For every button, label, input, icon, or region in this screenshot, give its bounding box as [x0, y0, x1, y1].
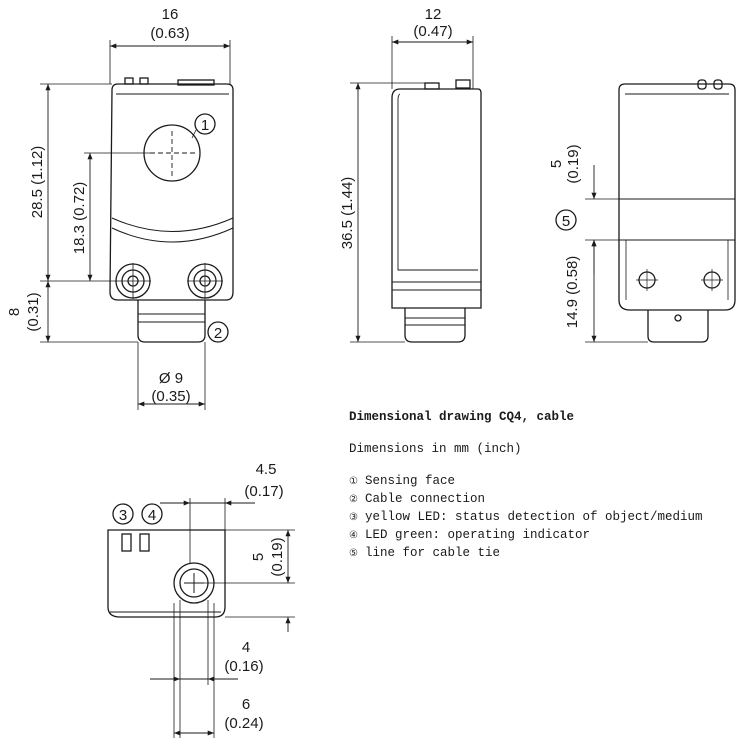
legend-num: ① — [349, 477, 358, 488]
legend-num: ⑤ — [349, 549, 358, 560]
front-center-label: 18.3 (0.72) — [71, 182, 88, 255]
svg-text:1: 1 — [201, 117, 209, 134]
top-hole-mm: 4 — [242, 639, 250, 656]
back-top-inch: (0.19) — [565, 144, 582, 183]
legend-label: Sensing face — [364, 474, 455, 488]
front-width-inch: (0.63) — [150, 25, 189, 42]
legend-num: ② — [349, 495, 358, 506]
side-width-inch: (0.47) — [413, 23, 452, 40]
back-bottom-label: 14.9 (0.58) — [564, 256, 581, 329]
callout-4: 4 — [141, 503, 163, 525]
top-dimension-lines — [150, 500, 291, 736]
top-width-inch: (0.24) — [224, 715, 263, 732]
side-height-label: 36.5 (1.44) — [339, 177, 356, 250]
legend-label: Cable connection — [364, 492, 485, 506]
front-width-mm: 16 — [162, 6, 179, 23]
legend-item: ① Sensing face — [349, 473, 744, 491]
front-dimension-lines — [45, 43, 230, 407]
callout-5: 5 — [555, 209, 577, 231]
legend: Dimensional drawing CQ4, cable Dimension… — [349, 409, 744, 563]
legend-item: ② Cable connection — [349, 491, 744, 509]
legend-units: Dimensions in mm (inch) — [349, 442, 522, 456]
legend-item: ④ LED green: operating indicator — [349, 527, 744, 545]
front-connector-inch: (0.31) — [25, 292, 42, 331]
legend-title: Dimensional drawing CQ4, cable — [349, 410, 575, 424]
legend-item: ⑤ line for cable tie — [349, 545, 744, 563]
front-connector-mm: 8 — [6, 308, 23, 316]
top-view — [107, 498, 295, 738]
legend-num: ③ — [349, 513, 358, 524]
front-diameter-mm: Ø 9 — [159, 370, 183, 387]
legend-num: ④ — [349, 531, 358, 542]
top-offset-mm: 4.5 — [256, 461, 277, 478]
top-height-mm: 5 — [250, 553, 267, 561]
svg-text:2: 2 — [214, 325, 222, 342]
svg-text:5: 5 — [562, 213, 570, 230]
top-offset-inch: (0.17) — [244, 483, 283, 500]
legend-label: LED green: operating indicator — [364, 528, 591, 542]
top-hole-inch: (0.16) — [224, 658, 263, 675]
front-height-label: 28.5 (1.12) — [29, 146, 46, 219]
front-diameter-inch: (0.35) — [151, 388, 190, 405]
back-top-mm: 5 — [548, 160, 565, 168]
legend-label: yellow LED: status detection of object/m… — [364, 510, 703, 524]
callout-3: 3 — [112, 503, 134, 525]
side-view — [350, 36, 482, 343]
side-dimension-lines — [355, 39, 473, 342]
back-view — [585, 79, 736, 343]
legend-label: line for cable tie — [364, 546, 500, 560]
svg-text:4: 4 — [148, 507, 156, 524]
side-width-mm: 12 — [425, 6, 442, 23]
svg-text:3: 3 — [119, 507, 127, 524]
top-width-mm: 6 — [242, 696, 250, 713]
front-view — [40, 40, 234, 410]
callout-1: 1 — [194, 113, 216, 135]
callout-2: 2 — [207, 321, 229, 343]
legend-item: ③ yellow LED: status detection of object… — [349, 509, 744, 527]
top-height-inch: (0.19) — [269, 537, 286, 576]
